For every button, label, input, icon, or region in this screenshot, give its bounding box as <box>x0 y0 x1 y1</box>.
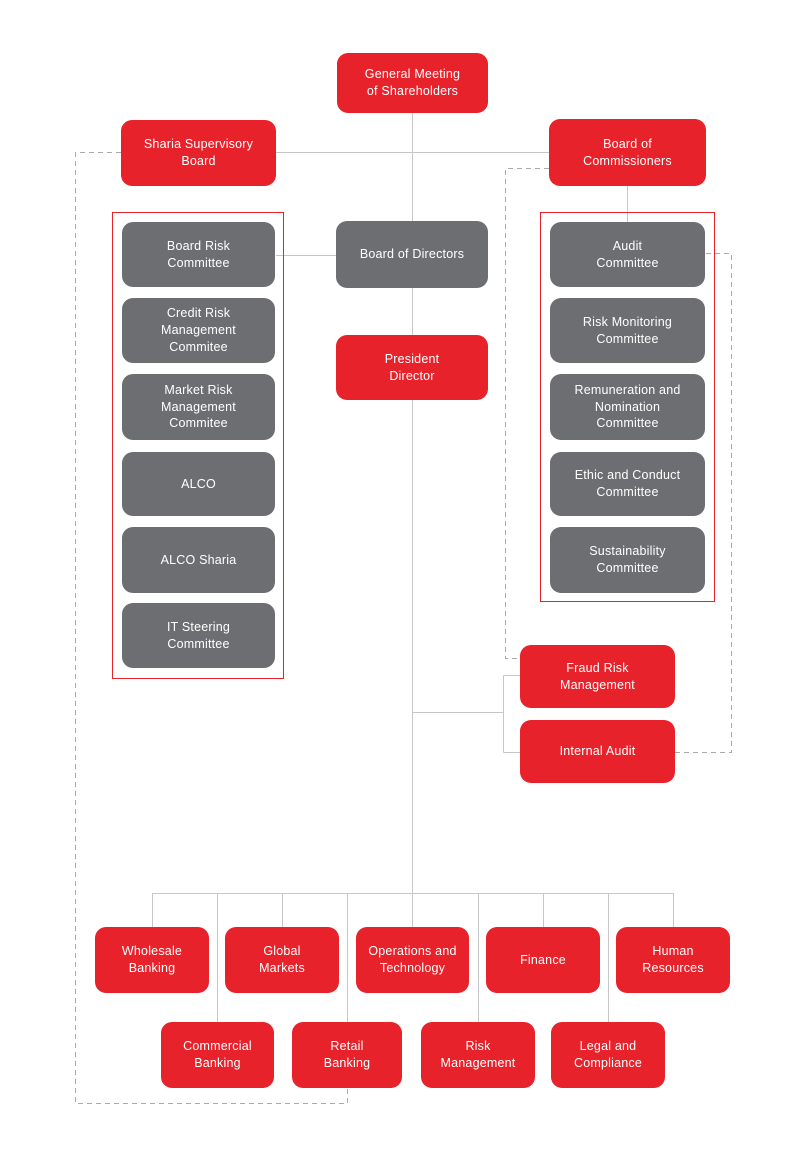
node-risk-management: Risk Management <box>421 1022 535 1088</box>
node-board-of-directors: Board of Directors <box>336 221 488 288</box>
node-alco: ALCO <box>122 452 275 516</box>
node-credit-risk-management-commitee: Credit Risk Management Commitee <box>122 298 275 363</box>
node-president-director: President Director <box>336 335 488 400</box>
node-legal-and-compliance: Legal and Compliance <box>551 1022 665 1088</box>
node-retail-banking: Retail Banking <box>292 1022 402 1088</box>
commissioners-committees-group-outline <box>540 212 715 602</box>
node-fraud-risk-management: Fraud Risk Management <box>520 645 675 708</box>
edge-dashed-audit-to-internal-audit <box>675 253 732 753</box>
node-sustainability-committee: Sustainability Committee <box>550 527 705 593</box>
node-risk-monitoring-committee: Risk Monitoring Committee <box>550 298 705 363</box>
node-operations-and-technology: Operations and Technology <box>356 927 469 993</box>
node-general-meeting-of-shareholders: General Meeting of Shareholders <box>337 53 488 113</box>
node-board-risk-committee: Board Risk Committee <box>122 222 275 287</box>
node-internal-audit: Internal Audit <box>520 720 675 783</box>
node-ethic-conduct-committee: Ethic and Conduct Committee <box>550 452 705 516</box>
node-global-markets: Global Markets <box>225 927 339 993</box>
node-human-resources: Human Resources <box>616 927 730 993</box>
node-audit-committee: Audit Committee <box>550 222 705 287</box>
node-commercial-banking: Commercial Banking <box>161 1022 274 1088</box>
node-market-risk-management-commitee: Market Risk Management Commitee <box>122 374 275 440</box>
edge-dashed-sharia-to-retail <box>75 152 348 1104</box>
node-wholesale-banking: Wholesale Banking <box>95 927 209 993</box>
node-remuneration-nomination-committee: Remuneration and Nomination Committee <box>550 374 705 440</box>
node-alco-sharia: ALCO Sharia <box>122 527 275 593</box>
directors-committees-group-outline <box>112 212 284 679</box>
node-it-steering-committee: IT Steering Committee <box>122 603 275 668</box>
node-board-of-commissioners: Board of Commissioners <box>549 119 706 186</box>
node-finance: Finance <box>486 927 600 993</box>
node-sharia-supervisory-board: Sharia Supervisory Board <box>121 120 276 186</box>
edge-dashed-commissioners-to-fraud <box>505 168 549 659</box>
